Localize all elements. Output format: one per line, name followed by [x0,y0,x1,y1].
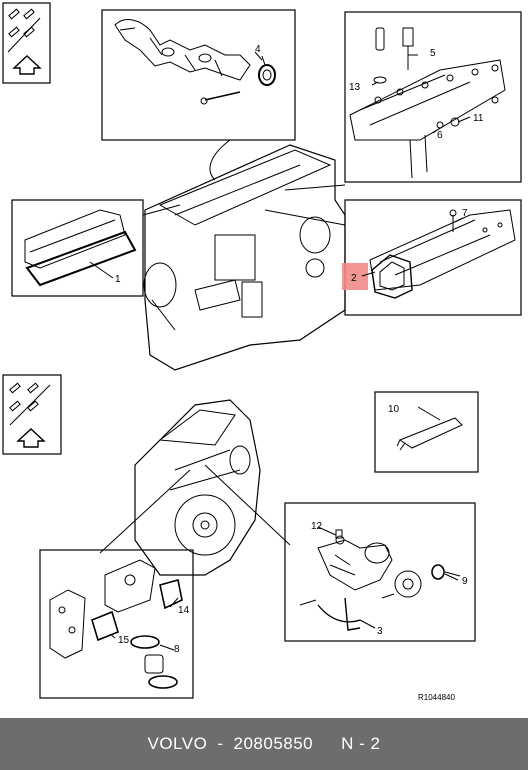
valve-cover-box [11,199,144,297]
intake-manifold-box [344,199,522,316]
callout-11: 11 [473,113,484,124]
callout-5: 5 [430,48,436,59]
part-footer: VOLVO - 20805850 N - 2 [0,718,528,770]
callout-1: 1 [115,274,121,285]
thermostat-housing-box [39,549,194,699]
sealant-tube-box [374,391,479,473]
callout-12: 12 [311,521,323,532]
callout-2: 2 [351,273,357,284]
callout-6: 6 [437,130,443,141]
highlight-marker [342,263,368,290]
position-code: N - 2 [341,734,381,753]
brand-name: VOLVO [147,734,208,753]
engine-lower [134,399,261,576]
callout-labels: 4 5 13 6 11 1 7 2 10 12 9 3 14 15 8 R104… [115,44,484,702]
coolant-pump-box [284,502,476,642]
orientation-icon-bottom [2,374,62,455]
part-number: 20805850 [233,734,314,753]
callout-4: 4 [255,44,261,55]
callout-3: 3 [377,626,383,637]
engine-upper [143,144,346,371]
exhaust-manifold-box [101,9,296,141]
exploded-parts-diagram: 4 5 13 6 11 1 7 2 10 12 9 3 14 15 8 R104… [2,2,522,702]
orientation-icon-top [2,2,51,84]
separator: - [217,734,224,753]
reference-code: R1044840 [418,693,455,702]
callout-14: 14 [178,605,190,616]
callout-15: 15 [118,635,130,646]
callout-8: 8 [174,644,180,655]
callout-13: 13 [349,82,361,93]
callout-9: 9 [462,576,468,587]
cylinder-head-box [344,11,522,183]
callout-10: 10 [388,404,400,415]
callout-7: 7 [462,208,468,219]
